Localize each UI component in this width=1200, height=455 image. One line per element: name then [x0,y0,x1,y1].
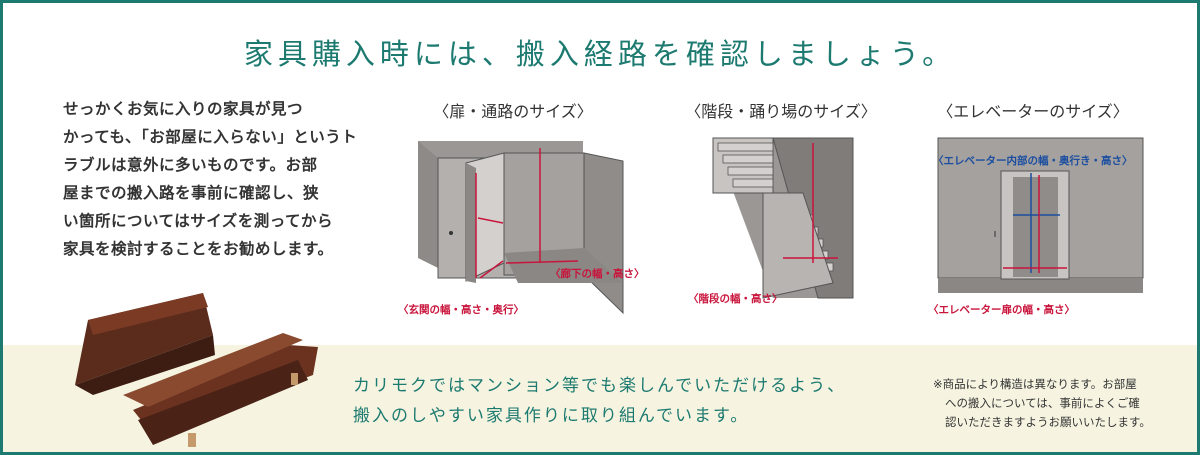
door-corridor-illustration [418,141,624,315]
stairs-illustration [712,137,854,299]
note-line: ※商品により構造は異なります。お部屋 [933,377,1137,391]
note-line: への搬入については、事前によくご確 [945,396,1140,410]
elevator-diagram-heading: 〈エレベーターのサイズ〉 [937,102,1129,121]
entrance-size-label: 〈玄関の幅・高さ・奥行〉 [398,304,524,316]
intro-line: 家具を検討することをお勧めします。 [63,240,334,258]
intro-text: せっかくお気に入りの家具が見つ かっても、「お部屋に入らない」というト ラブルは… [63,95,358,263]
intro-line: ラブルは意外に多いものです。お部 [63,156,318,174]
elevator-illustration [937,137,1144,293]
message-line: 搬入のしやすい家具作りに取り組んでいます。 [353,406,750,426]
intro-line: い箇所についてはサイズを測ってから [63,212,333,230]
note-line: 認いただきますようお願いいたします。 [945,415,1151,429]
elevator-interior-size-label: 〈エレベーター内部の幅・奥行き・高さ〉 [933,155,1133,167]
intro-line: かっても、「お部屋に入らない」というト [63,128,358,146]
stairs-diagram-heading: 〈階段・踊り場のサイズ〉 [685,102,877,121]
page-title: 家具購入時には、搬入経路を確認しましょう。 [243,37,957,71]
sofa-illustration [75,293,318,447]
intro-line: せっかくお気に入りの家具が見つ [63,100,304,118]
stairs-size-label: 〈階段の幅・高さ〉 [688,293,783,305]
intro-line: 屋までの搬入路を事前に確認し、狭 [63,184,320,202]
corridor-size-label: 〈廊下の幅・高さ〉 [550,268,645,280]
disclaimer-note: ※商品により構造は異なります。お部屋 への搬入については、事前によくご確 認いた… [933,375,1183,432]
karimoku-message: カリモクではマンション等でも楽しんでいただけるよう、 搬入のしやすい家具作りに取… [353,371,846,431]
elevator-door-size-label: 〈エレベーター扉の幅・高さ〉 [928,304,1075,316]
message-line: カリモクではマンション等でも楽しんでいただけるよう、 [353,376,847,396]
door-diagram-heading: 〈扉・通路のサイズ〉 [433,102,593,121]
